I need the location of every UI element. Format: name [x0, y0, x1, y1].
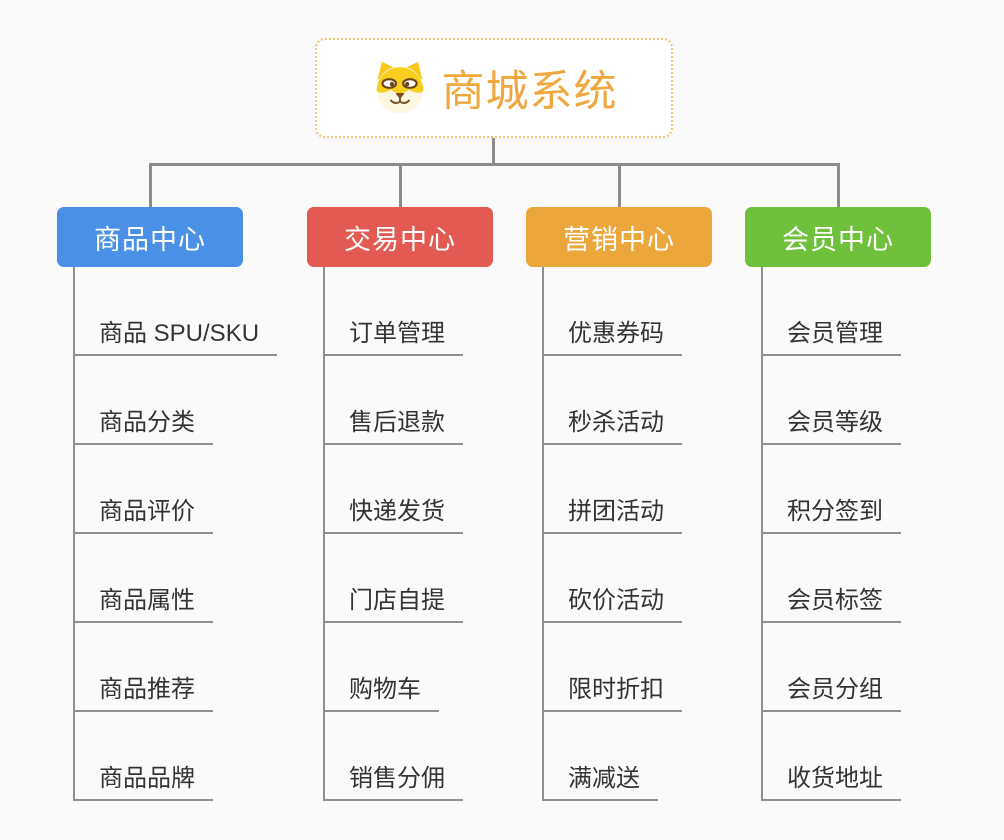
branch-header-products[interactable]: 商品中心	[57, 207, 243, 267]
mindmap-node: 商品评价	[73, 445, 277, 534]
mindmap-node: 满减送	[542, 712, 712, 801]
node-label[interactable]: 会员管理	[761, 313, 901, 356]
branch-rail	[761, 267, 763, 801]
mindmap-node: 订单管理	[323, 267, 493, 356]
branch-items: 订单管理 售后退款 快递发货 门店自提 购物车 销售分佣	[323, 267, 493, 801]
node-label[interactable]: 秒杀活动	[542, 402, 682, 445]
node-label[interactable]: 满减送	[542, 758, 658, 801]
mindmap-node: 积分签到	[761, 445, 931, 534]
branch-rail	[73, 267, 75, 801]
node-label[interactable]: 商品评价	[73, 491, 213, 534]
branch-items: 会员管理 会员等级 积分签到 会员标签 会员分组 收货地址	[761, 267, 931, 801]
node-label[interactable]: 收货地址	[761, 758, 901, 801]
branch-column-trade: 交易中心 订单管理 售后退款 快递发货 门店自提 购物车 销售分佣	[307, 207, 493, 801]
mindmap-node: 快递发货	[323, 445, 493, 534]
mindmap-node: 购物车	[323, 623, 493, 712]
node-label[interactable]: 会员分组	[761, 669, 901, 712]
connector-horizontal-rail	[150, 163, 838, 166]
node-label[interactable]: 购物车	[323, 669, 439, 712]
node-label[interactable]: 快递发货	[323, 491, 463, 534]
mindmap-node: 秒杀活动	[542, 356, 712, 445]
branch-column-marketing: 营销中心 优惠券码 秒杀活动 拼团活动 砍价活动 限时折扣 满减送	[526, 207, 712, 801]
node-label[interactable]: 会员标签	[761, 580, 901, 623]
mindmap-node: 收货地址	[761, 712, 931, 801]
root-topic-title: 商城系统	[441, 68, 618, 116]
branch-header-members[interactable]: 会员中心	[745, 207, 931, 267]
node-label[interactable]: 商品推荐	[73, 669, 213, 712]
dog-face-icon	[376, 61, 423, 114]
connector-stub-trade	[399, 163, 402, 208]
branch-header-trade[interactable]: 交易中心	[307, 207, 493, 267]
mindmap-node: 砍价活动	[542, 534, 712, 623]
mindmap-node: 商品推荐	[73, 623, 277, 712]
node-label[interactable]: 拼团活动	[542, 491, 682, 534]
mindmap-node: 会员分组	[761, 623, 931, 712]
branch-column-products: 商品中心 商品 SPU/SKU 商品分类 商品评价 商品属性 商品推荐 商品品牌	[57, 207, 278, 801]
branch-items: 商品 SPU/SKU 商品分类 商品评价 商品属性 商品推荐 商品品牌	[73, 267, 278, 801]
connector-stub-members	[837, 163, 840, 208]
mindmap-node: 会员标签	[761, 534, 931, 623]
branch-column-members: 会员中心 会员管理 会员等级 积分签到 会员标签 会员分组 收货地址	[745, 207, 931, 801]
connector-stub-products	[149, 163, 152, 208]
node-label[interactable]: 销售分佣	[323, 758, 463, 801]
mindmap-node: 售后退款	[323, 356, 493, 445]
connector-stub-marketing	[618, 163, 621, 208]
mindmap-node: 销售分佣	[323, 712, 493, 801]
branch-rail	[323, 267, 325, 801]
mindmap-node: 商品品牌	[73, 712, 277, 801]
mindmap-node: 门店自提	[323, 534, 493, 623]
node-label[interactable]: 门店自提	[323, 580, 463, 623]
branch-rail	[542, 267, 544, 801]
node-label[interactable]: 商品属性	[73, 580, 213, 623]
node-label[interactable]: 会员等级	[761, 402, 901, 445]
mindmap-node: 商品 SPU/SKU	[73, 267, 278, 356]
node-label[interactable]: 商品品牌	[73, 758, 213, 801]
node-label[interactable]: 商品分类	[73, 402, 213, 445]
root-topic-node[interactable]: 商城系统	[315, 38, 673, 138]
node-label[interactable]: 积分签到	[761, 491, 901, 534]
node-label[interactable]: 限时折扣	[542, 669, 682, 712]
node-label[interactable]: 商品 SPU/SKU	[73, 313, 278, 356]
mindmap-node: 会员等级	[761, 356, 931, 445]
mindmap-node: 限时折扣	[542, 623, 712, 712]
mindmap-node: 商品属性	[73, 534, 277, 623]
branch-header-marketing[interactable]: 营销中心	[526, 207, 712, 267]
node-label[interactable]: 砍价活动	[542, 580, 682, 623]
node-label[interactable]: 优惠券码	[542, 313, 682, 356]
node-label[interactable]: 订单管理	[323, 313, 463, 356]
mindmap-node: 商品分类	[73, 356, 277, 445]
mindmap-node: 优惠券码	[542, 267, 712, 356]
connector-root-stub	[492, 138, 495, 164]
branch-items: 优惠券码 秒杀活动 拼团活动 砍价活动 限时折扣 满减送	[542, 267, 712, 801]
node-label[interactable]: 售后退款	[323, 402, 463, 445]
mindmap-node: 拼团活动	[542, 445, 712, 534]
mindmap-node: 会员管理	[761, 267, 931, 356]
